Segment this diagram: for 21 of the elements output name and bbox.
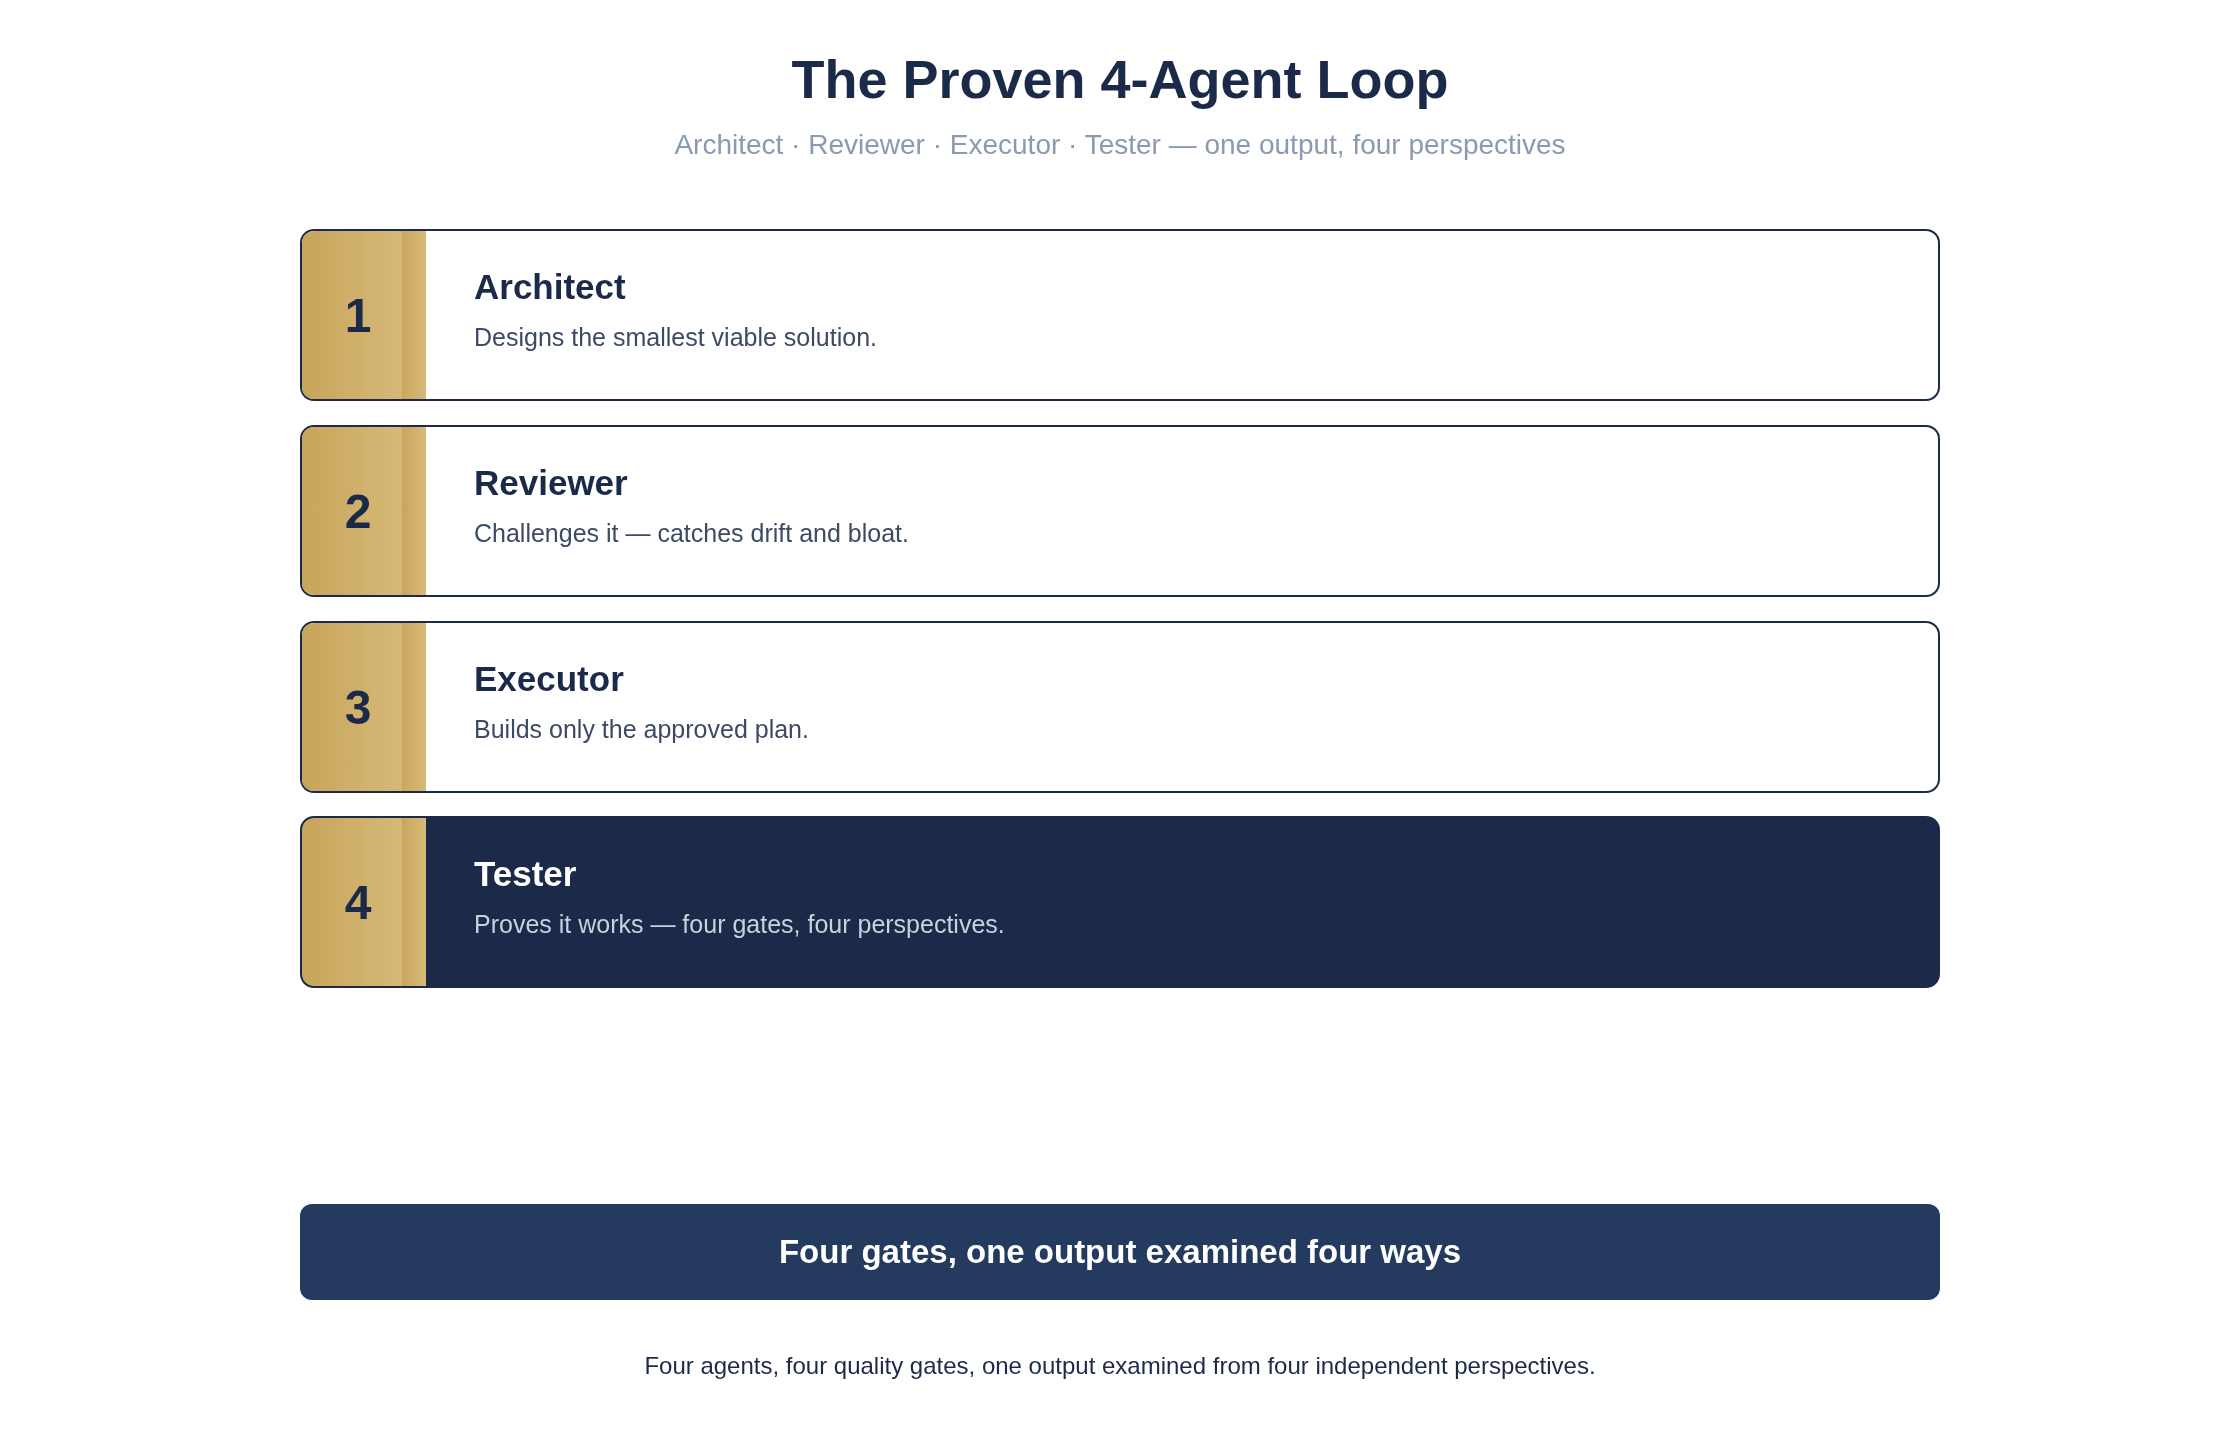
agent-title: Executor (474, 659, 624, 699)
step-number: 4 (344, 874, 372, 930)
agent-title: Reviewer (474, 463, 628, 503)
agent-title: Architect (474, 267, 626, 307)
agent-card (300, 621, 1940, 793)
agent-description: Builds only the approved plan. (474, 715, 809, 744)
step-number: 3 (344, 679, 372, 735)
banner-text: Four gates, one output examined four ways (778, 1233, 1462, 1271)
step-number: 1 (344, 287, 372, 343)
agent-card (300, 229, 1940, 401)
subtitle: Architect · Reviewer · Executor · Tester — one output, four perspectives (673, 129, 1567, 161)
agent-title: Tester (474, 854, 577, 894)
agent-description: Designs the smallest viable solution. (474, 323, 877, 352)
agent-description: Challenges it — catches drift and bloat. (474, 519, 909, 548)
agent-description: Proves it works — four gates, four perspectives. (474, 910, 1005, 939)
agent-card (300, 816, 1940, 988)
caption: Four agents, four quality gates, one output examined from four independent perspectives. (643, 1352, 1597, 1380)
summary-banner (300, 1204, 1940, 1300)
agent-card (300, 425, 1940, 597)
diagram-title: The Proven 4-Agent Loop (790, 48, 1450, 110)
step-number: 2 (344, 483, 372, 539)
